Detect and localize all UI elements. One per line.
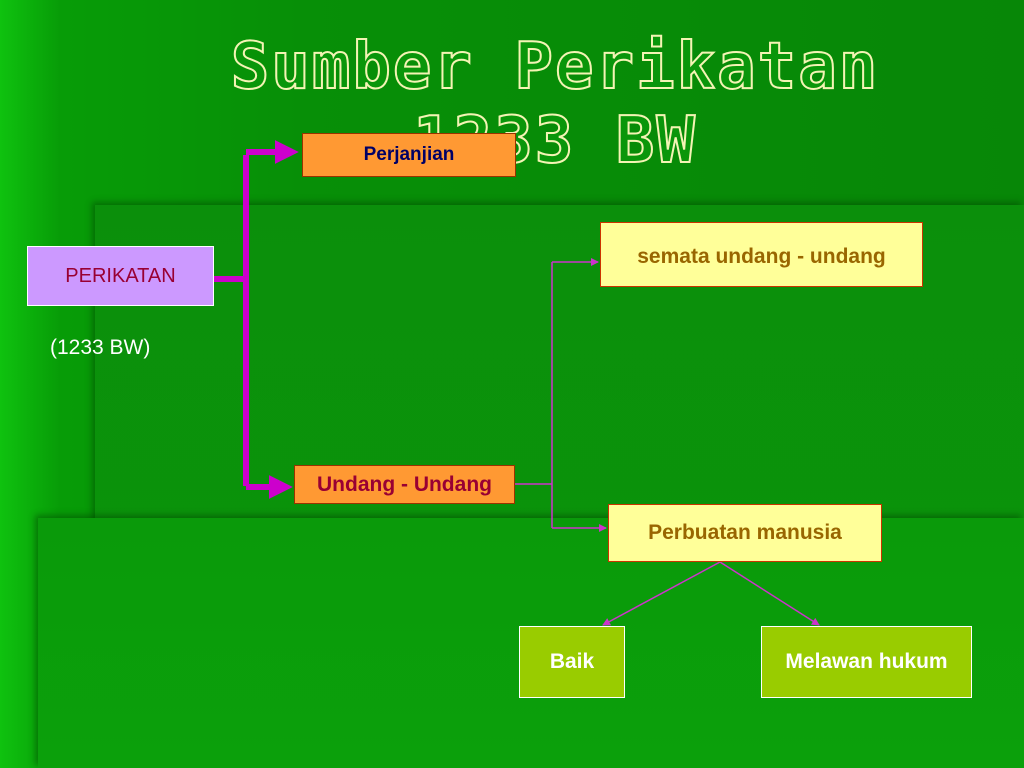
perikatan-node: PERIKATAN — [27, 246, 214, 306]
perikatan-connector — [214, 140, 299, 499]
semata-undang-node: semata undang - undang — [600, 222, 923, 287]
baik-node: Baik — [519, 626, 625, 698]
undang-undang-node: Undang - Undang — [294, 465, 515, 504]
perjanjian-node: Perjanjian — [302, 133, 516, 177]
undang-connector — [515, 258, 607, 532]
melawan-hukum-node: Melawan hukum — [761, 626, 972, 698]
perikatan-note: (1233 BW) — [50, 336, 151, 359]
perbuatan-connector — [602, 561, 820, 626]
perbuatan-manusia-node: Perbuatan manusia — [608, 504, 882, 562]
